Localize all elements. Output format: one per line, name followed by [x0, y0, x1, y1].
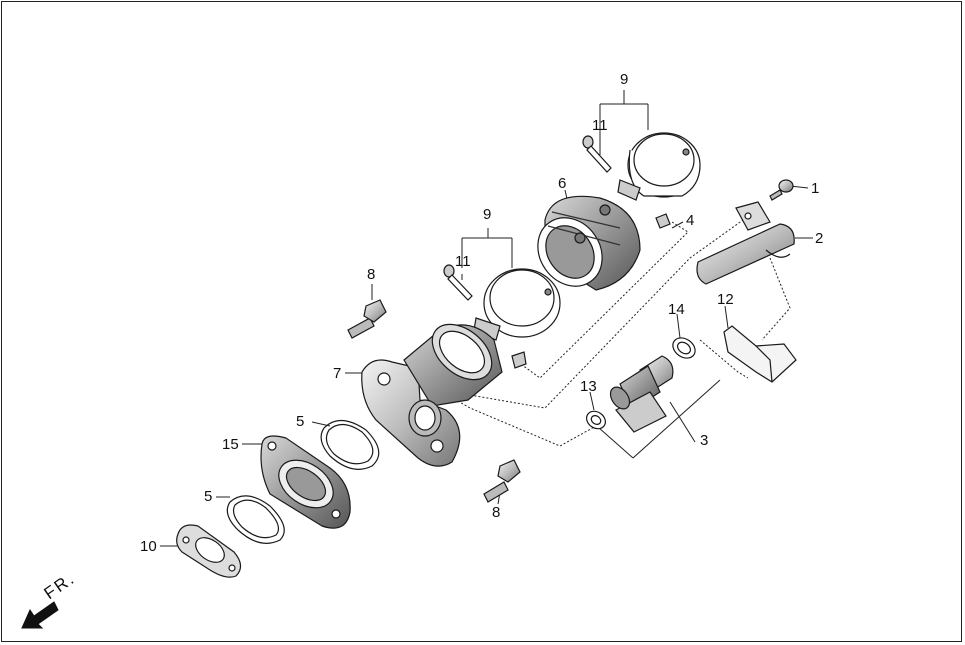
callout-4: 4	[686, 212, 695, 229]
callout-3: 3	[700, 432, 709, 449]
part-4-nut-lower	[511, 351, 527, 369]
part-11-clamp-screw-lower	[443, 264, 473, 301]
callout-8-upper: 8	[367, 266, 376, 283]
assembly-guide-lines	[429, 214, 791, 447]
part-7-intake-manifold	[361, 323, 503, 467]
callout-6: 6	[558, 175, 567, 192]
part-15-insulator	[260, 435, 351, 529]
callout-9-upper: 9	[620, 71, 629, 88]
callout-8-lower: 8	[492, 504, 501, 521]
front-direction-arrow-icon	[21, 601, 59, 629]
part-11-clamp-screw-upper	[582, 135, 612, 173]
part-1-screw	[769, 179, 794, 201]
callout-11-upper: 11	[592, 117, 608, 134]
callout-14: 14	[668, 301, 685, 318]
callout-2: 2	[815, 230, 824, 247]
callout-12: 12	[717, 291, 734, 308]
part-12-bracket	[723, 325, 797, 383]
callout-11-lower: 11	[455, 253, 471, 270]
part-5-gasket-lower	[226, 495, 285, 544]
callout-5-lower: 5	[204, 488, 213, 505]
part-2-injector-holder	[696, 201, 795, 285]
part-3-fuel-injector	[609, 355, 674, 433]
callout-13: 13	[580, 378, 597, 395]
callout-5-upper: 5	[296, 413, 305, 430]
part-4-nut-upper	[655, 213, 671, 229]
callout-15: 15	[222, 436, 239, 453]
part-8-flange-bolt-lower	[483, 459, 521, 503]
part-6-intake-joint	[537, 195, 641, 291]
part-9-clamp-upper	[617, 132, 701, 201]
part-14-o-ring	[672, 337, 696, 359]
part-5-gasket-upper	[320, 419, 380, 470]
part-13-o-ring	[586, 410, 606, 430]
part-8-flange-bolt-upper	[347, 299, 387, 339]
callout-9-lower: 9	[483, 206, 492, 223]
callout-1: 1	[811, 180, 820, 197]
callout-7: 7	[333, 365, 342, 382]
callout-10: 10	[140, 538, 157, 555]
part-10-gasket	[176, 524, 242, 578]
callout-leader-lines	[160, 90, 813, 547]
part-9-clamp-lower	[473, 268, 561, 341]
